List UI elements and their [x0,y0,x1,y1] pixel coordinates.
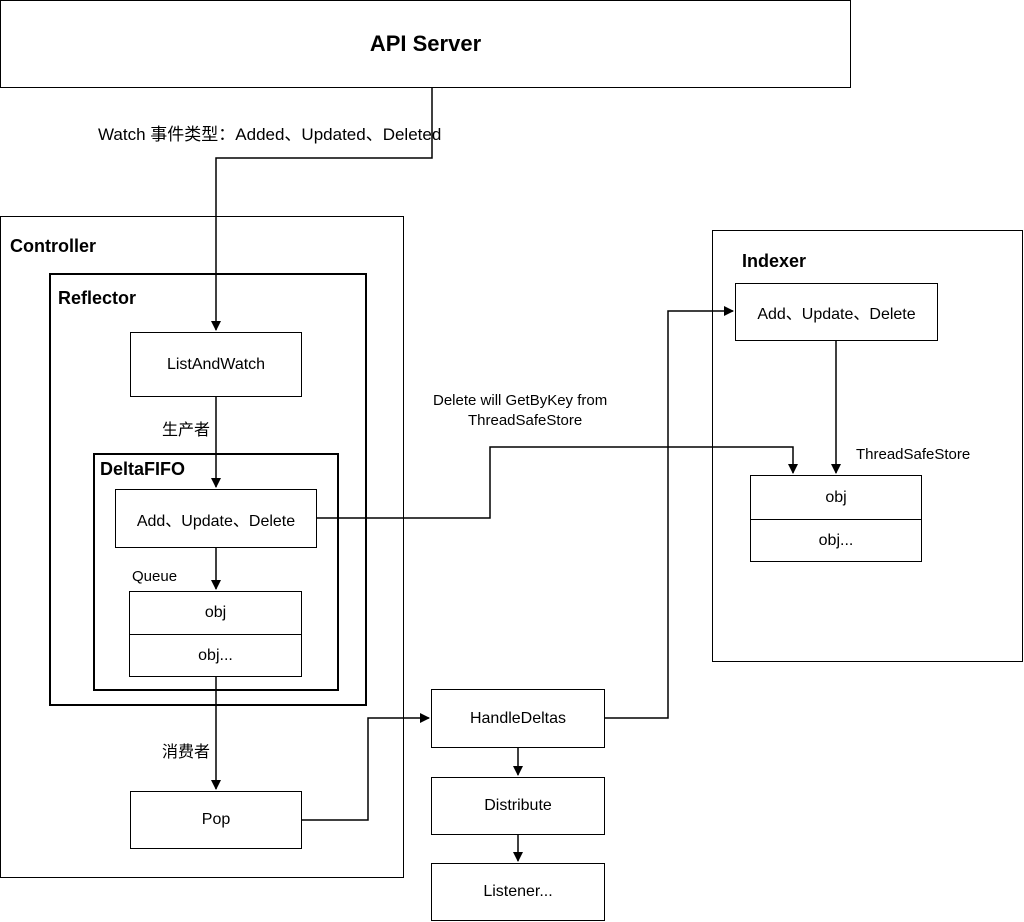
controller-title: Controller [10,236,97,256]
distribute-label: Distribute [484,797,552,814]
queue-item: obj [204,604,227,621]
pop-box: Pop [130,791,302,849]
indexer-ops-label: Add、Update、Delete [757,306,916,323]
pop-label: Pop [201,811,231,828]
store-item: obj... [818,532,854,549]
delta-fifo-ops-label: Add、Update、Delete [136,512,296,530]
handle-deltas-label: HandleDeltas [469,709,567,727]
delta-fifo-title: DeltaFIFO [100,459,186,479]
queue-label: Queue [132,568,178,585]
queue-divider [130,634,301,635]
handle-deltas-box: HandleDeltas [431,689,605,748]
list-and-watch-label: ListAndWatch [166,355,266,373]
listener-label: Listener... [483,883,553,900]
indexer-title: Indexer [742,251,807,271]
indexer-ops-box: Add、Update、Delete [735,283,938,341]
queue-item: obj... [198,647,233,664]
list-and-watch-box: ListAndWatch [130,332,302,397]
distribute-box: Distribute [431,777,605,835]
store-item: obj [825,488,847,506]
delete-note-line2: ThreadSafeStore [468,412,583,429]
thread-safe-store-label: ThreadSafeStore [856,446,971,463]
consumer-label: 消费者 [162,744,211,761]
watch-event-types-label: Watch 事件类型：Added、Updated、Deleted [98,125,442,144]
api-server-box: API Server [0,0,851,88]
delete-note-line1: Delete will GetByKey from [433,392,608,409]
delta-fifo-ops-box: Add、Update、Delete [115,489,317,548]
api-server-label: API Server [369,31,482,56]
thread-safe-store-table: obj obj... [750,475,922,562]
listener-box: Listener... [431,863,605,921]
store-divider [751,519,921,520]
queue-table: obj obj... [129,591,302,677]
producer-label: 生产者 [162,422,211,439]
reflector-title: Reflector [58,288,137,308]
